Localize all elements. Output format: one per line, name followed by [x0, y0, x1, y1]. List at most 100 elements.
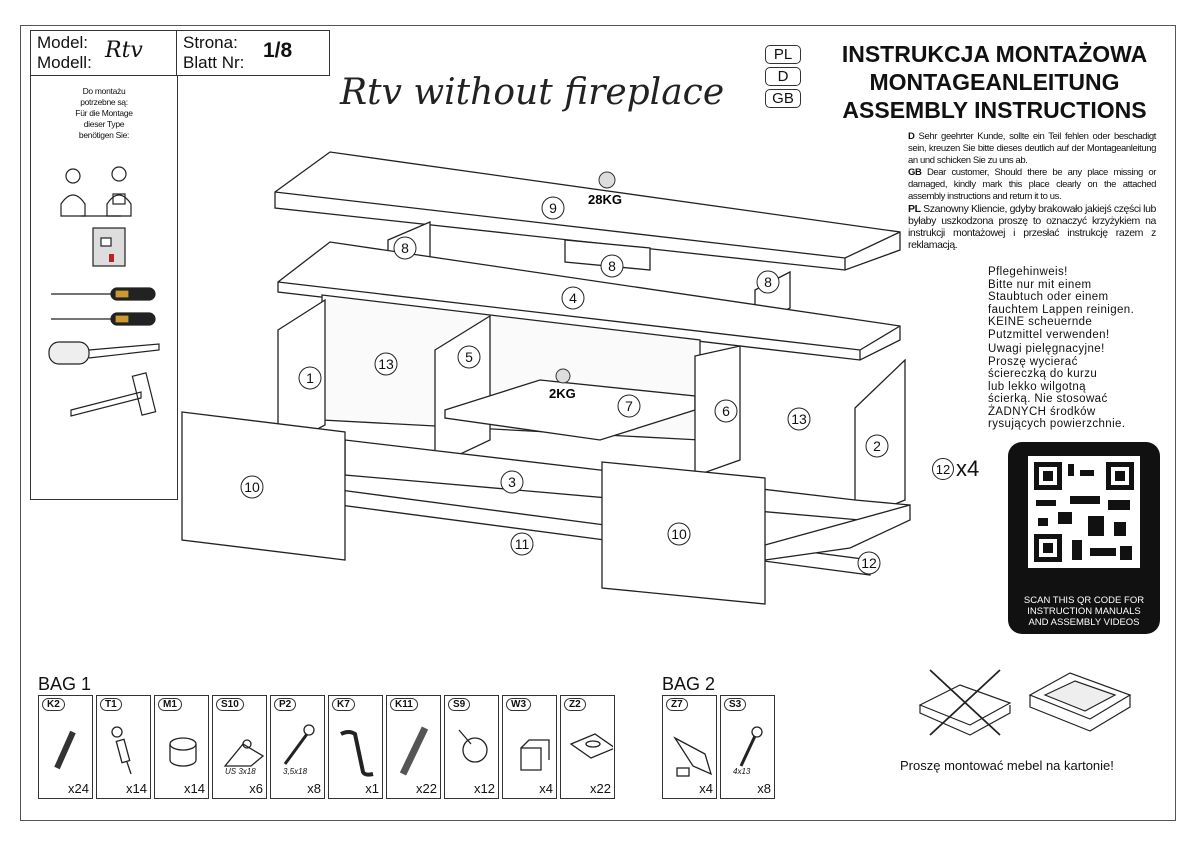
tools-line: benötigen Sie:: [78, 130, 130, 140]
qr-code[interactable]: [1028, 456, 1140, 568]
hardware-item-k2: K2 x24: [38, 695, 93, 799]
carton-illustration: [918, 669, 1132, 736]
part-number-circle: [865, 434, 889, 458]
tools-column: Do montażu potrzebne są: Für die Montage…: [30, 76, 178, 500]
product-title: Rtv without fireplace: [340, 72, 725, 113]
care-line: lub lekko wilgotną: [988, 380, 1086, 393]
part-number-circle: [756, 270, 780, 294]
part-number: 4: [569, 290, 577, 306]
hardware-quantity: x12: [474, 781, 495, 796]
modell-label: Modell:: [37, 53, 92, 72]
hardware-size: 4x13: [733, 767, 751, 776]
screwdriver-icon: [51, 287, 156, 301]
hardware-code: K2: [42, 698, 65, 711]
part-number-circle: [617, 394, 641, 418]
part-number-circle: [787, 407, 811, 431]
header-box: Model: Modell: Rtv Strona: Blatt Nr: 1/8: [30, 30, 330, 76]
hardware-s9-icon: [458, 729, 488, 763]
care-line: fauchtem Lappen reinigen.: [988, 303, 1135, 316]
part-number: 11: [515, 536, 530, 552]
lang-d: D: [765, 67, 801, 86]
part12-qty: x4: [956, 456, 980, 481]
instruction-titles: INSTRUKCJA MONTAŻOWA MONTAGEANLEITUNG AS…: [812, 40, 1177, 124]
part-number: 5: [465, 349, 473, 365]
qr-caption-line: AND ASSEMBLY VIDEOS: [1028, 617, 1140, 628]
part-number: 8: [401, 240, 409, 256]
part-number: 10: [244, 479, 260, 495]
note-pl-text: Szanowny Kliencie, gdyby brakowało jakie…: [908, 203, 1156, 251]
title-gb: ASSEMBLY INSTRUCTIONS: [842, 97, 1147, 123]
hardware-z7-icon: [673, 736, 713, 777]
tape-measure-icon: [92, 227, 126, 267]
hardware-quantity: x6: [249, 781, 263, 796]
part-number-circle: [298, 366, 322, 390]
part-number: 8: [608, 258, 616, 274]
part-number: 9: [549, 200, 557, 216]
hardware-size: 3,5x18: [283, 767, 308, 776]
tools-illustration: [48, 166, 160, 417]
hardware-code: S9: [448, 698, 471, 711]
care-line: ściereczką do kurzu: [988, 368, 1098, 380]
tools-line: dieser Type: [83, 119, 125, 129]
hardware-k7-icon: [340, 730, 374, 777]
part-number-circle: [857, 551, 881, 575]
hardware-quantity: x4: [539, 781, 553, 796]
two-persons-icon: [60, 166, 132, 217]
hardware-code: Z2: [564, 698, 586, 711]
hardware-code: P2: [274, 698, 297, 711]
part-number: 13: [791, 411, 807, 427]
hardware-item-z2: Z2 x22: [560, 695, 615, 799]
model-cell: Model: Modell: Rtv: [31, 31, 177, 75]
weight-shelf: 2KG: [549, 386, 576, 401]
weight-top: 28KG: [588, 192, 622, 207]
part-number-circle: [714, 399, 738, 423]
care-line: rysujących powierzchnie.: [988, 418, 1126, 430]
part-number: 3: [508, 474, 516, 490]
part-number-circle: [393, 236, 417, 260]
part12-quantity: 12 x4: [932, 456, 979, 482]
tools-text: Do montażu potrzebne są: Für die Montage…: [31, 86, 177, 141]
part-number: 8: [764, 274, 772, 290]
page-cell: Strona: Blatt Nr: 1/8: [177, 31, 329, 75]
part-number: 7: [625, 398, 633, 414]
wrong-assembly-icon: [918, 669, 1012, 736]
model-label: Model:: [37, 33, 89, 52]
carton-note: Proszę montować mebel na kartonie!: [900, 758, 1114, 773]
care-line: ŻADNYCH środków: [988, 405, 1096, 418]
page-frame: [20, 25, 1176, 821]
part-door-left: [181, 411, 346, 561]
part-number-circle: [500, 470, 524, 494]
hammer-icon: [70, 372, 157, 417]
qr-caption-line: SCAN THIS QR CODE FOR: [1023, 595, 1145, 606]
hardware-k11-icon: [399, 726, 429, 776]
part-top-panel: [274, 151, 901, 271]
mallet-icon: [48, 341, 160, 365]
hardware-w3-icon: [520, 739, 550, 771]
part-number: 1: [306, 370, 314, 386]
part-number-circle: [561, 286, 585, 310]
bag1-title: BAG 1: [38, 674, 92, 694]
care-line: Pflegehinweis!: [988, 266, 1068, 278]
part-number-circle: [240, 475, 264, 499]
care-line: Uwagi pielęgnacyjne!: [988, 343, 1105, 355]
care-line: Staubtuch oder einem: [988, 291, 1109, 303]
care-line: Putzmittel verwenden!: [988, 328, 1110, 341]
part-number: 10: [671, 526, 687, 542]
screwdriver-icon: [51, 312, 156, 326]
hardware-quantity: x8: [307, 781, 321, 796]
hardware-quantity: x22: [590, 781, 611, 796]
customer-notes: D Sehr geehrter Kunde, sollte ein Teil f…: [908, 131, 1156, 251]
hardware-quantity: x24: [68, 781, 89, 796]
part-number-circle: [600, 254, 624, 278]
note-gb-text: Dear customer, Should there be any place…: [908, 167, 1156, 202]
title-de: MONTAGEANLEITUNG: [869, 69, 1120, 95]
part-support: [564, 239, 651, 271]
correct-assembly-carton-icon: [1028, 672, 1132, 732]
